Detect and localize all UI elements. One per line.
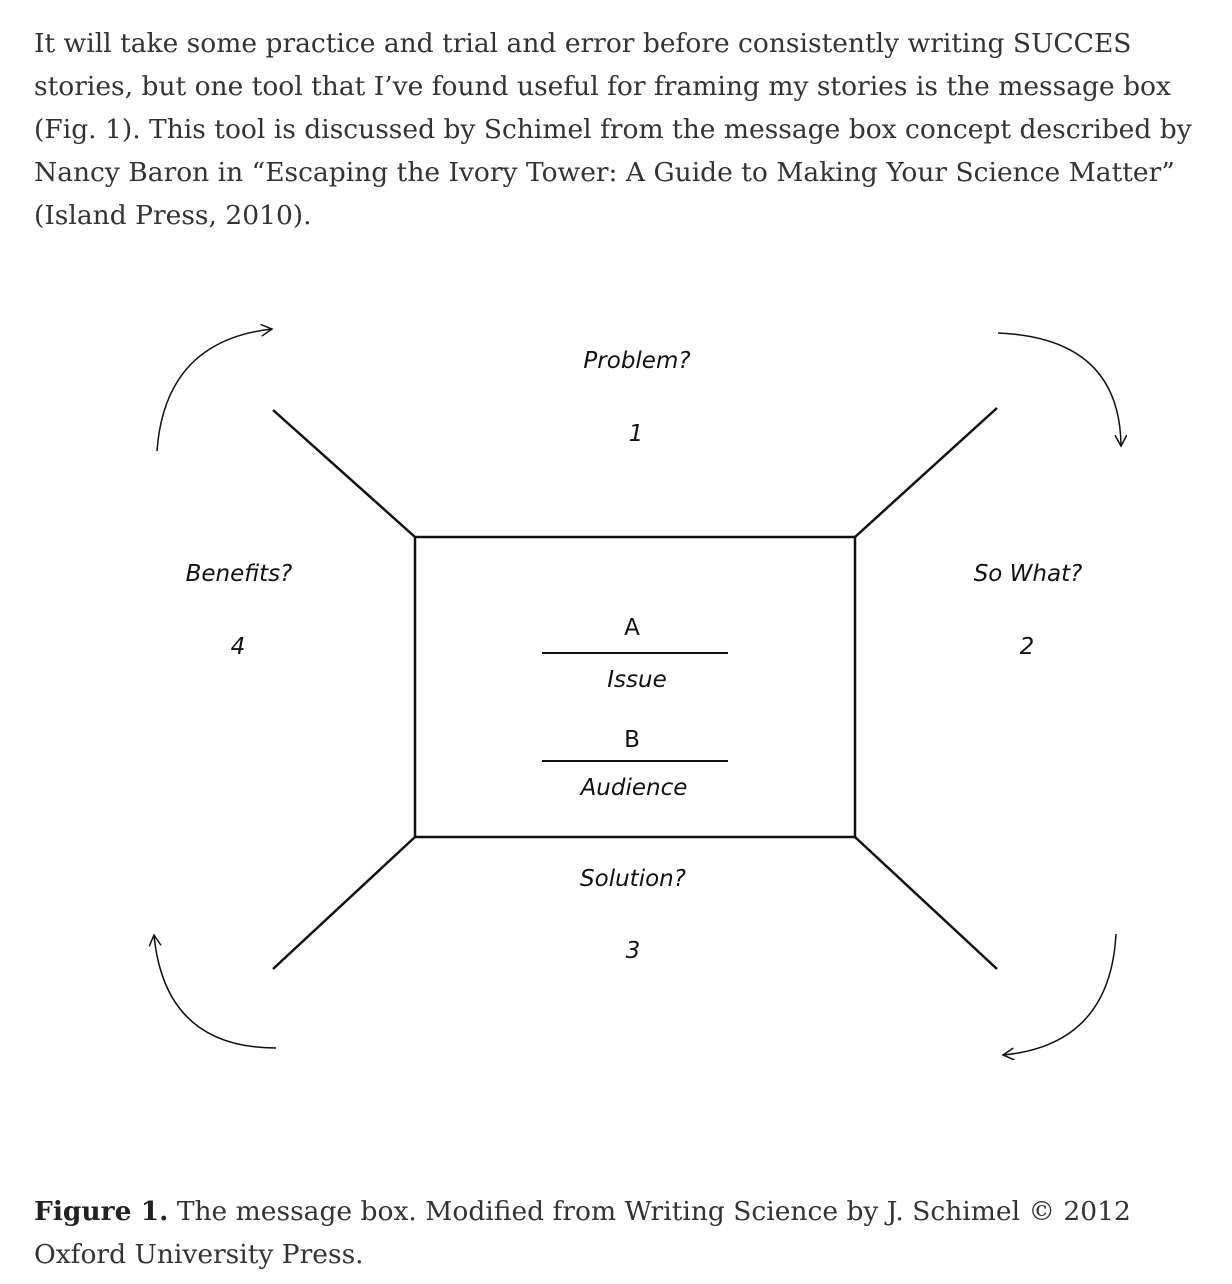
center-a: A	[624, 615, 640, 641]
spoke-bottom-right	[854, 836, 998, 970]
number-1: 1	[629, 421, 644, 447]
figure-caption: Figure 1. The message box. Modified from…	[34, 1190, 1224, 1276]
number-4: 4	[231, 634, 246, 660]
label-benefits: Benefits?	[186, 561, 293, 587]
label-solution: Solution?	[580, 866, 686, 892]
arrow-top-right	[997, 332, 1121, 446]
intro-paragraph: It will take some practice and trial and…	[34, 28, 1192, 231]
label-problem: Problem?	[583, 348, 690, 374]
figure-caption-label: Figure 1.	[34, 1196, 169, 1227]
arrow-bottom-right	[1003, 933, 1117, 1055]
spoke-bottom-left	[272, 836, 416, 970]
center-audience: Audience	[579, 775, 688, 801]
arrow-bottom-left	[154, 935, 277, 1049]
center-b: B	[624, 727, 640, 753]
center-issue: Issue	[607, 667, 666, 693]
number-3: 3	[626, 938, 641, 964]
spoke-top-left	[272, 409, 416, 538]
central-box	[413, 535, 857, 839]
number-2: 2	[1020, 634, 1035, 660]
label-so-what: So What?	[974, 561, 1083, 587]
figure-caption-text: The message box. Modified from Writing S…	[34, 1196, 1131, 1270]
arrow-top-left	[156, 329, 272, 452]
spoke-top-right	[854, 407, 998, 538]
